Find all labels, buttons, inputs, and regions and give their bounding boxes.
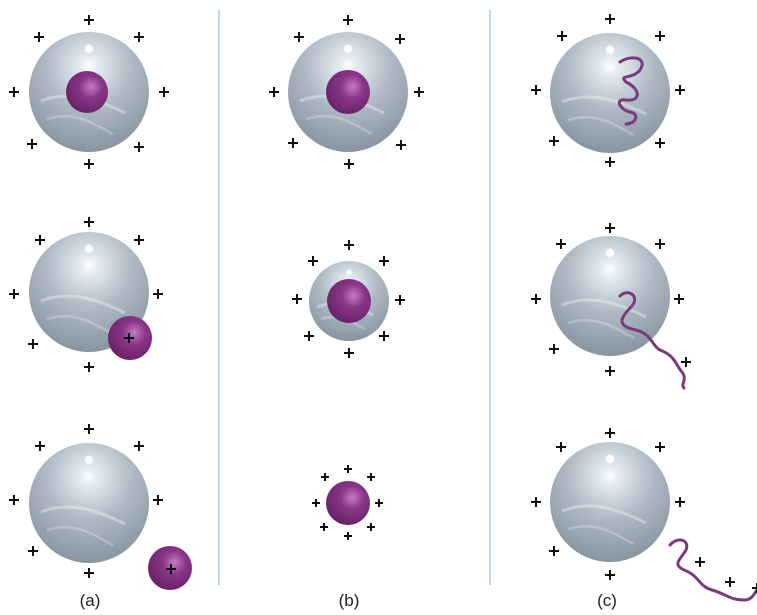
plus-charge-8 <box>84 217 94 227</box>
plus-charge-10 <box>134 235 144 245</box>
plus-charge-17 <box>35 441 45 451</box>
plus-charge-44 <box>375 499 383 507</box>
plus-charge-33 <box>308 256 318 266</box>
plus-charge-30 <box>396 140 406 150</box>
plus-charge-28 <box>414 87 424 97</box>
plus-charge-46 <box>367 523 375 531</box>
plus-charge-53 <box>549 136 559 146</box>
plus-charge-2 <box>134 32 144 42</box>
plus-charge-45 <box>320 523 328 531</box>
plus-charge-16 <box>84 424 94 434</box>
plus-charge-61 <box>549 344 559 354</box>
plus-charge-1 <box>34 32 44 42</box>
plus-charge-39 <box>344 348 354 358</box>
plus-charge-57 <box>556 239 566 249</box>
plus-charge-7 <box>84 159 94 169</box>
plus-charge-72 <box>725 577 735 587</box>
plus-charge-34 <box>379 256 389 266</box>
plus-charge-24 <box>343 15 353 25</box>
plus-charge-71 <box>695 557 705 567</box>
caption-b: (b) <box>338 591 360 610</box>
sphere-a3 <box>29 443 149 563</box>
plus-charge-48 <box>605 14 615 24</box>
plus-charge-70 <box>605 570 615 580</box>
plus-charge-6 <box>134 142 144 152</box>
plus-charge-20 <box>153 495 163 505</box>
coiled-chain-c1 <box>617 56 644 126</box>
partially-unfolded-chain-c2 <box>618 291 686 390</box>
plus-charge-64 <box>605 428 615 438</box>
plus-charge-27 <box>269 87 279 97</box>
plus-charge-22 <box>84 568 94 578</box>
plus-charge-58 <box>655 239 665 249</box>
plus-charge-50 <box>655 31 665 41</box>
plus-charge-43 <box>312 499 320 507</box>
caption-a: (a) <box>79 591 101 610</box>
plus-charge-66 <box>655 442 665 452</box>
plus-charge-0 <box>84 15 94 25</box>
plus-charge-13 <box>28 339 38 349</box>
plus-charge-60 <box>674 294 684 304</box>
plus-charge-19 <box>9 495 19 505</box>
particle-b3 <box>326 481 370 525</box>
plus-charge-26 <box>395 34 405 44</box>
caption-c: (c) <box>597 591 617 610</box>
plus-charge-65 <box>556 442 566 452</box>
plus-charge-59 <box>531 294 541 304</box>
plus-charge-63 <box>681 357 691 367</box>
plus-charge-12 <box>153 289 163 299</box>
plus-charge-3 <box>9 87 19 97</box>
plus-charge-37 <box>304 331 314 341</box>
plus-charge-73 <box>752 583 757 593</box>
sphere-c1 <box>550 33 670 153</box>
plus-charge-25 <box>294 32 304 42</box>
plus-charge-54 <box>655 138 665 148</box>
plus-charge-55 <box>605 157 615 167</box>
plus-charge-5 <box>27 139 37 149</box>
plus-charge-68 <box>675 497 685 507</box>
plus-charge-15 <box>124 333 134 343</box>
plus-charge-69 <box>549 546 559 556</box>
charges <box>9 14 757 593</box>
molecule-chains <box>617 56 757 602</box>
plus-charge-40 <box>344 465 352 473</box>
particle-a1 <box>66 71 108 113</box>
plus-charge-35 <box>292 294 302 304</box>
plus-charge-38 <box>379 331 389 341</box>
plus-charge-47 <box>344 532 352 540</box>
particle-b1 <box>326 70 370 114</box>
plus-charge-62 <box>605 366 615 376</box>
plus-charge-9 <box>35 235 45 245</box>
plus-charge-4 <box>159 87 169 97</box>
plus-charge-29 <box>288 138 298 148</box>
plus-charge-67 <box>531 497 541 507</box>
plus-charge-31 <box>344 159 354 169</box>
plus-charge-11 <box>9 289 19 299</box>
plus-charge-49 <box>557 31 567 41</box>
plus-charge-21 <box>28 546 38 556</box>
particle-b2 <box>327 279 371 323</box>
plus-charge-36 <box>395 295 405 305</box>
plus-charge-14 <box>84 362 94 372</box>
sphere-c3 <box>550 442 670 562</box>
plus-charge-42 <box>367 473 375 481</box>
plus-charge-52 <box>675 85 685 95</box>
plus-charge-51 <box>531 85 541 95</box>
released-chain-c3 <box>668 538 757 602</box>
plus-charge-41 <box>321 473 329 481</box>
plus-charge-18 <box>134 441 144 451</box>
plus-charge-23 <box>166 564 176 574</box>
sphere-c2 <box>550 236 670 356</box>
plus-charge-32 <box>344 240 354 250</box>
plus-charge-56 <box>605 223 615 233</box>
